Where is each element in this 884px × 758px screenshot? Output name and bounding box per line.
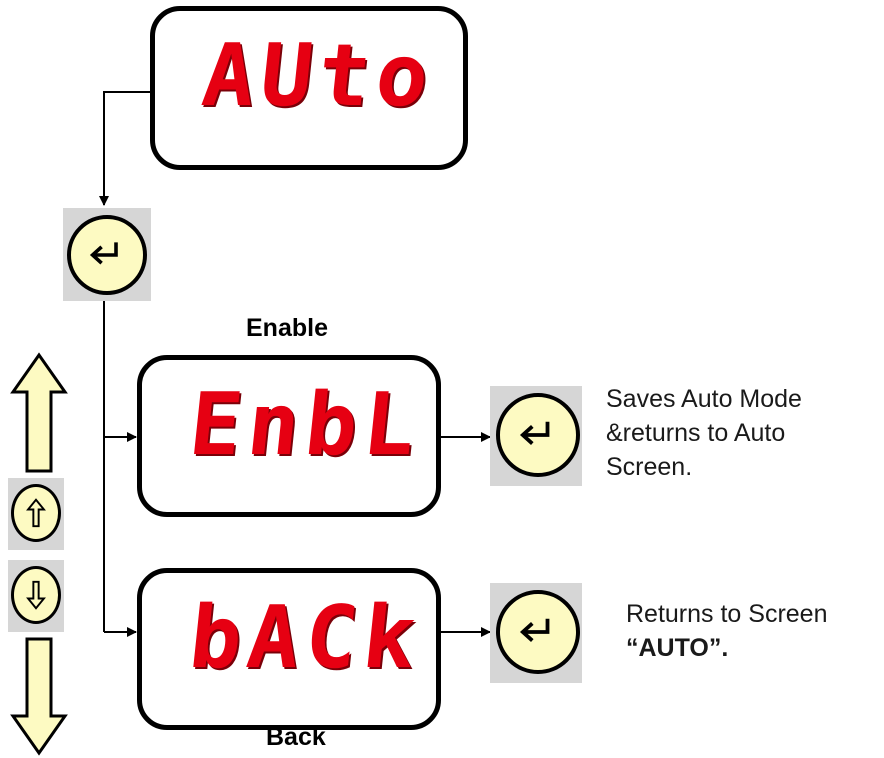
enable-display-screen: EnbL (137, 355, 441, 517)
enter-button-enable[interactable] (496, 393, 580, 477)
auto-to-enter-arrow (99, 91, 155, 206)
down-arrow-icon (26, 580, 46, 610)
enter-key-icon (519, 618, 550, 642)
enable-caption: Enable (246, 314, 328, 342)
auto-display-text: AUto (197, 26, 440, 126)
back-display-screen: bACk (137, 568, 441, 730)
enable-description-line-2: &returns to Auto (606, 419, 786, 447)
enable-display-text: EnbL (184, 375, 427, 475)
up-button[interactable] (11, 484, 61, 542)
scroll-down-arrow-icon (10, 637, 68, 756)
enable-description-line-3: Screen. (606, 453, 693, 481)
enter-button-auto[interactable] (67, 215, 147, 295)
back-caption: Back (266, 723, 326, 751)
auto-display-screen: AUto (150, 6, 468, 170)
enter-key-icon (89, 242, 118, 265)
back-display-text: bACk (184, 588, 427, 688)
enable-description: Saves Auto Mode &returns to Auto Screen. (606, 382, 876, 484)
enter-key-icon (519, 421, 550, 445)
back-description-line-2: “AUTO”. (626, 634, 729, 662)
up-arrow-icon (26, 498, 46, 528)
back-description: Returns to Screen “AUTO”. (626, 597, 876, 665)
down-button[interactable] (11, 566, 61, 624)
back-description-line-1: Returns to Screen (626, 600, 828, 628)
enable-description-line-1: Saves Auto Mode (606, 385, 802, 413)
scroll-up-arrow-icon (10, 352, 68, 473)
enter-button-back[interactable] (496, 590, 580, 674)
